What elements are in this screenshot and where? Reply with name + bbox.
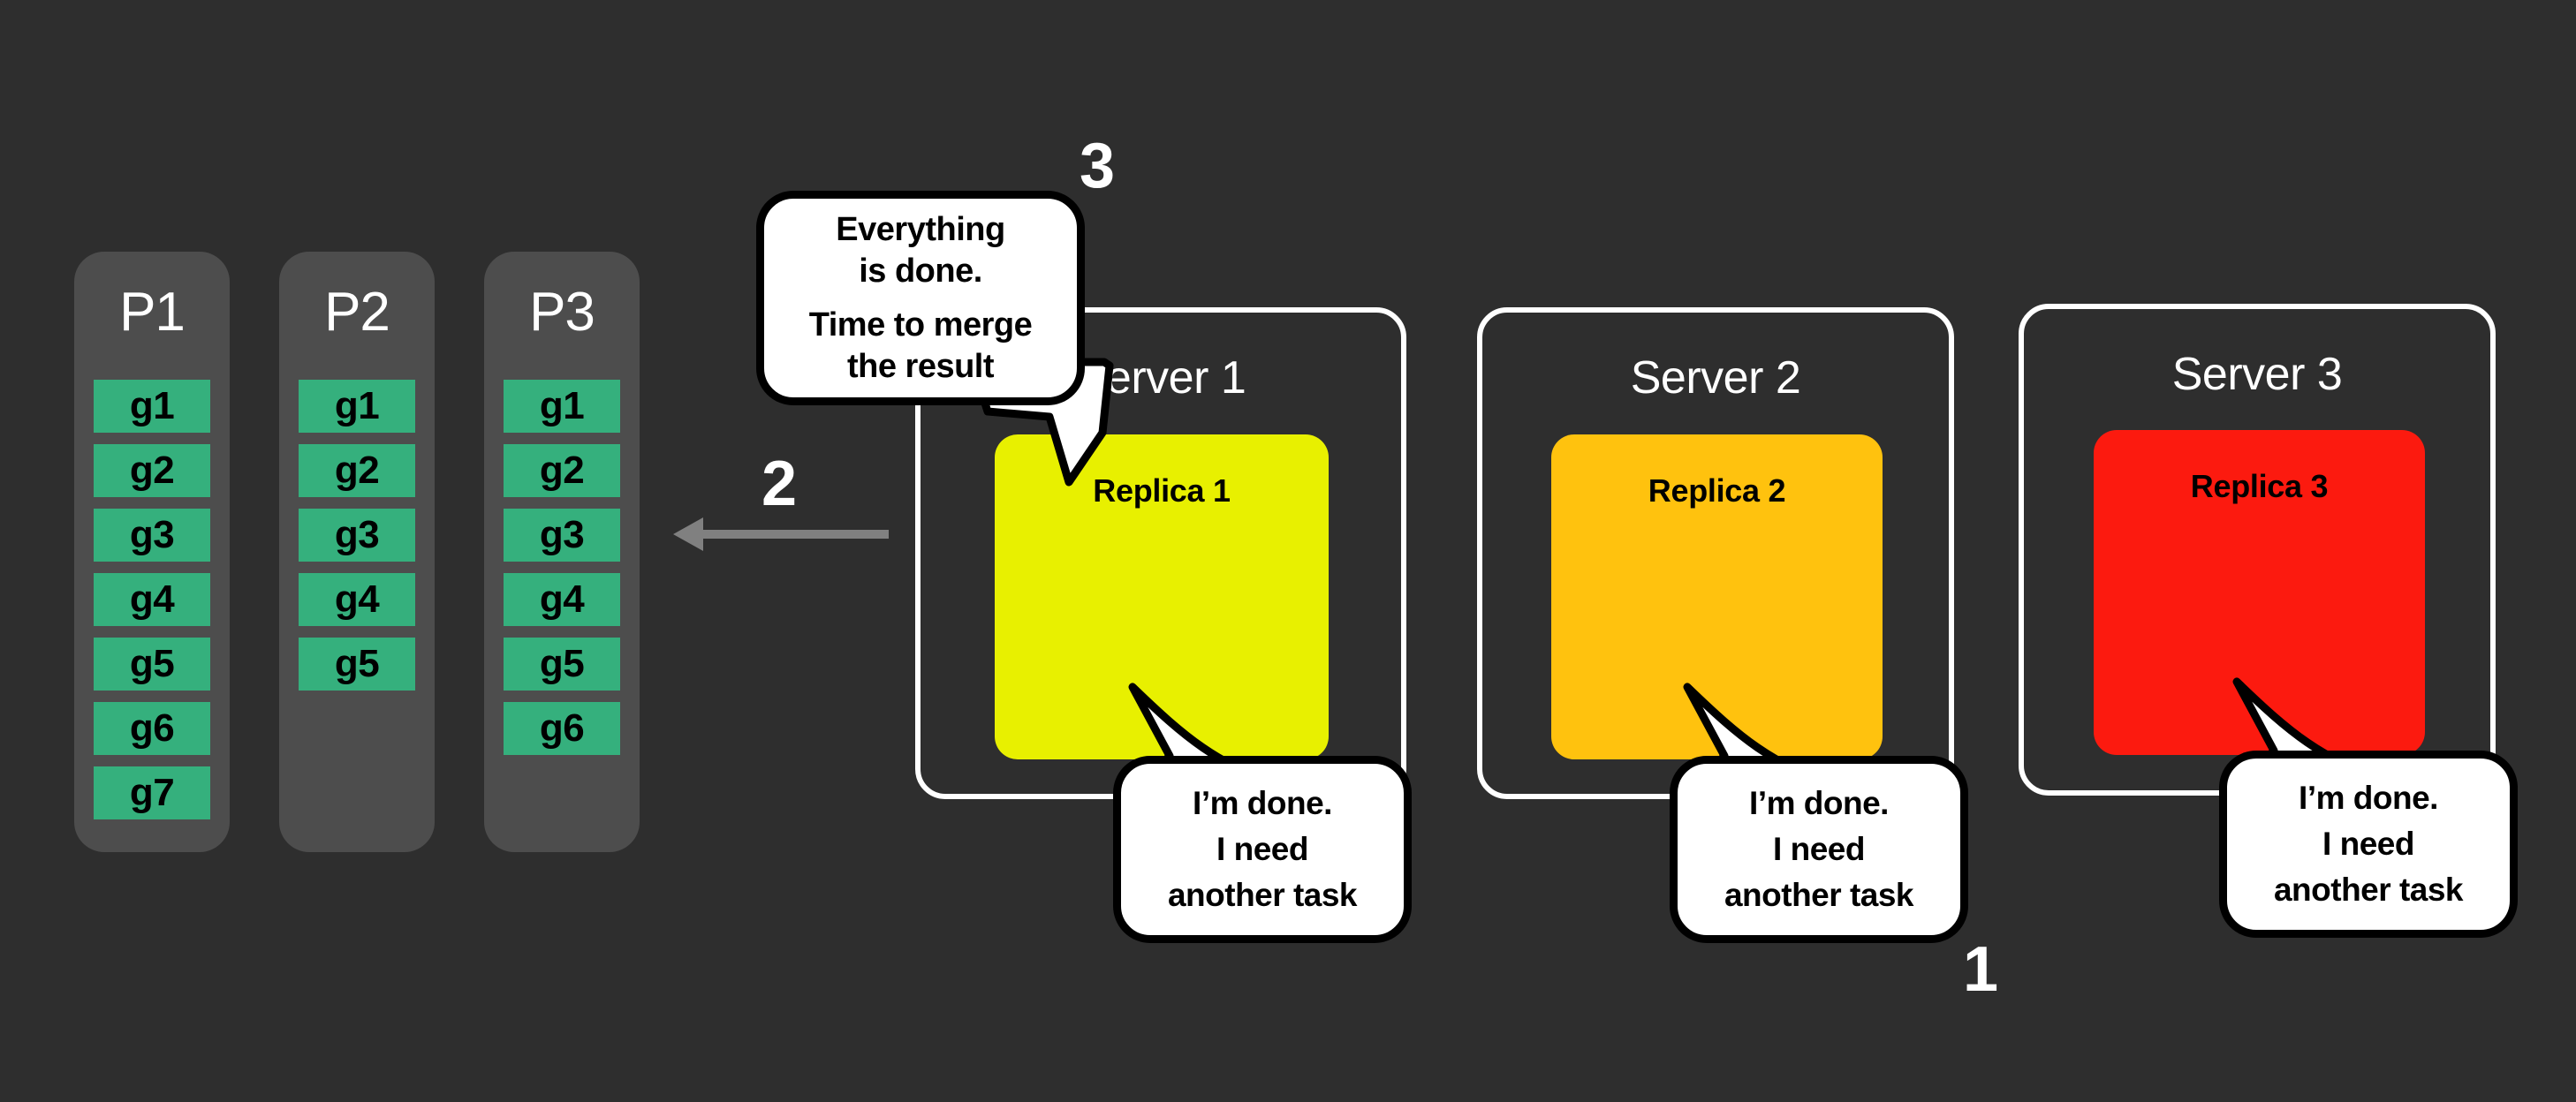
group-list: g1 g2 g3 g4 g5 g6 g7: [94, 380, 210, 831]
bubble-line: Everything: [836, 210, 1005, 248]
partition-p3: P3 g1 g2 g3 g4 g5 g6: [484, 252, 640, 852]
group-cell: g4: [504, 573, 620, 626]
group-cell: g4: [299, 573, 415, 626]
group-cell: g1: [94, 380, 210, 433]
replica-label: Replica 2: [1648, 472, 1786, 509]
bubble-line: I need: [1216, 831, 1308, 867]
group-list: g1 g2 g3 g4 g5 g6: [504, 380, 620, 766]
group-cell: g4: [94, 573, 210, 626]
bubble-line: I’m done.: [1193, 785, 1332, 821]
partition-title: P3: [529, 282, 595, 343]
bubble-line: I need: [1773, 831, 1865, 867]
merge-speech-bubble: Everything is done. Time to merge the re…: [756, 191, 1085, 405]
group-cell: g3: [94, 509, 210, 562]
bubble-line: I’m done.: [1749, 785, 1889, 821]
bubble-line: another task: [1167, 877, 1358, 913]
group-cell: g6: [94, 702, 210, 755]
group-cell: g1: [299, 380, 415, 433]
group-cell: g5: [504, 638, 620, 691]
group-cell: g3: [299, 509, 415, 562]
step-label-1: 1: [1963, 934, 1998, 1005]
done-speech-bubble-3: I’m done. I need another task: [2219, 751, 2518, 938]
replica-label: Replica 3: [2190, 468, 2329, 504]
group-cell: g2: [504, 444, 620, 497]
arrow-left-icon: [673, 517, 889, 551]
group-cell: g5: [299, 638, 415, 691]
group-cell: g6: [504, 702, 620, 755]
bubble-line: another task: [1724, 877, 1914, 913]
group-cell: g1: [504, 380, 620, 433]
bubble-line: is done.: [859, 252, 982, 290]
partition-p2: P2 g1 g2 g3 g4 g5: [279, 252, 435, 852]
done-speech-bubble-1: I’m done. I need another task: [1113, 756, 1412, 943]
bubble-line: Time to merge: [808, 306, 1033, 343]
bubble-line: I need: [2322, 826, 2414, 862]
bubble-line: the result: [846, 347, 995, 385]
group-cell: g2: [94, 444, 210, 497]
replica-2-box: Replica 2: [1551, 434, 1883, 759]
group-cell: g2: [299, 444, 415, 497]
server-title: Server 2: [1630, 352, 1801, 404]
replica-3-box: Replica 3: [2094, 430, 2425, 755]
partition-p1: P1 g1 g2 g3 g4 g5 g6 g7: [74, 252, 230, 852]
partition-title: P1: [119, 282, 186, 343]
bubble-line: I’m done.: [2299, 780, 2438, 816]
step-label-3: 3: [1080, 131, 1115, 201]
merge-arrow: [668, 514, 889, 555]
server-title: Server 3: [2171, 349, 2343, 400]
replica-label: Replica 1: [1093, 472, 1231, 509]
partition-title: P2: [324, 282, 390, 343]
step-label-2: 2: [761, 449, 797, 519]
group-list: g1 g2 g3 g4 g5: [299, 380, 415, 702]
group-cell: g3: [504, 509, 620, 562]
group-cell: g5: [94, 638, 210, 691]
done-speech-bubble-2: I’m done. I need another task: [1670, 756, 1968, 943]
replica-1-box: Replica 1: [995, 434, 1329, 759]
bubble-line: another task: [2273, 872, 2464, 908]
group-cell: g7: [94, 766, 210, 819]
